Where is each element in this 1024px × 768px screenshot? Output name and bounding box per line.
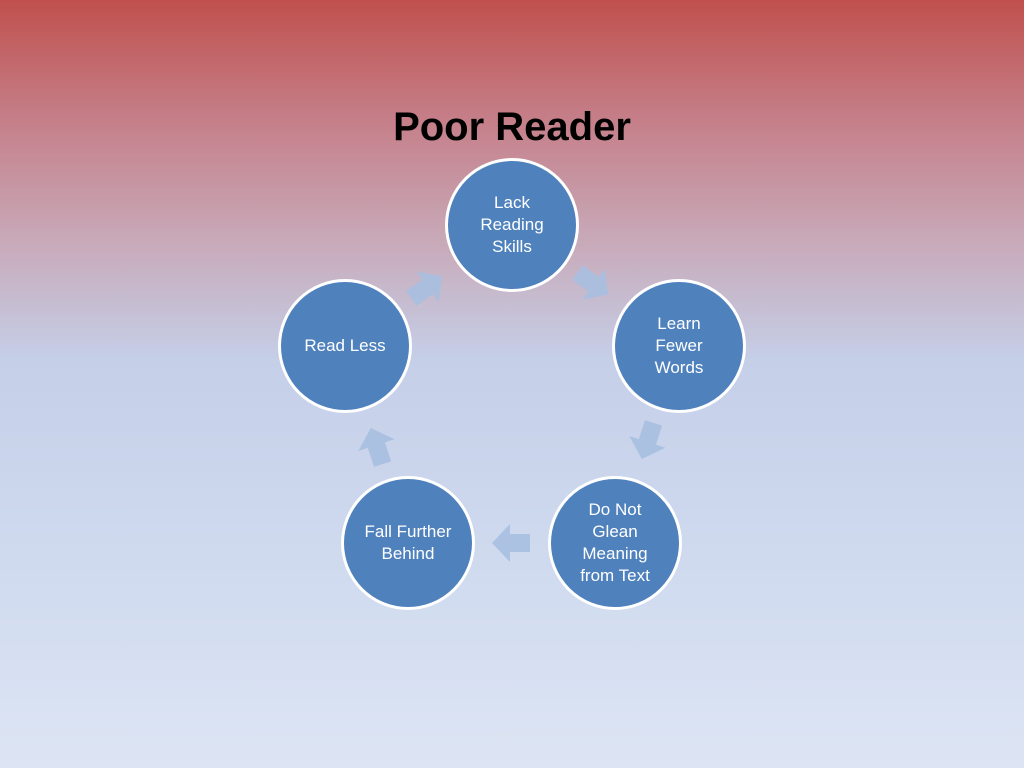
cycle-node-read-less: Read Less	[278, 279, 412, 413]
cycle-node-lack-reading-skills: Lack Reading Skills	[445, 158, 579, 292]
arrow-glean-to-fall	[492, 524, 530, 562]
slide-title: Poor Reader	[393, 105, 631, 149]
cycle-node-fall-further-behind: Fall Further Behind	[341, 476, 475, 610]
arrow-fall-to-read	[358, 427, 395, 467]
cycle-node-learn-fewer-words: Learn Fewer Words	[612, 279, 746, 413]
arrow-lack-to-learn	[572, 265, 609, 300]
cycle-node-do-not-glean-meaning: Do Not Glean Meaning from Text	[548, 476, 682, 610]
arrow-read-to-lack	[406, 271, 443, 306]
arrow-learn-to-glean	[629, 420, 666, 460]
